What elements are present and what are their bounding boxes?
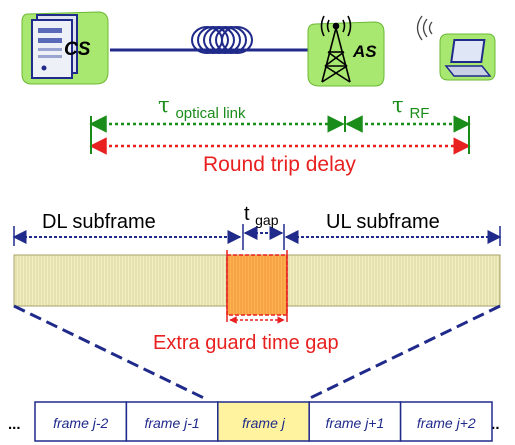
optical-fiber-coil-icon bbox=[191, 26, 253, 54]
as-panel bbox=[307, 21, 385, 87]
gap-subscript: gap bbox=[255, 212, 279, 228]
rf-delay-label: τ RF bbox=[392, 93, 429, 122]
cs-node: CS bbox=[21, 11, 109, 85]
frame-cell-label: frame j-1 bbox=[144, 415, 199, 431]
antenna-tower-icon bbox=[320, 15, 352, 83]
frame-cell: frame j-2 bbox=[34, 401, 128, 442]
frame-cell-box bbox=[217, 401, 310, 442]
as-node: AS bbox=[307, 15, 385, 87]
frame-cell-label: frame j+1 bbox=[326, 415, 385, 431]
frame-cell-box bbox=[308, 401, 402, 442]
round-trip-label: Round trip delay bbox=[203, 153, 356, 176]
wireless-laptop-icon bbox=[416, 15, 496, 81]
rf-delay-symbol: τ bbox=[392, 93, 404, 117]
frame-cell-label: frame j-2 bbox=[53, 415, 108, 431]
optical-delay-subscript: optical link bbox=[175, 105, 246, 122]
optical-delay-label: τ optical link bbox=[158, 93, 246, 122]
frame-cell: frame j+2 bbox=[399, 401, 493, 442]
frames-ellipsis-left: ... bbox=[8, 416, 21, 433]
frame-cell: frame j-1 bbox=[125, 401, 219, 442]
frame-cell-label: frame j+2 bbox=[417, 415, 476, 431]
frame-cell-label: frame j bbox=[242, 415, 286, 431]
frame-row: frame j-2 frame j-1 frame j frame j+1 frame … bbox=[34, 401, 493, 442]
frame-cell: frame j bbox=[217, 401, 310, 442]
gap-symbol: t bbox=[244, 203, 250, 225]
optical-delay-symbol: τ bbox=[158, 93, 170, 117]
guard-gap-block bbox=[226, 254, 288, 316]
dl-subframe-label: DL subframe bbox=[42, 211, 156, 233]
cs-label: CS bbox=[64, 39, 91, 60]
as-label: AS bbox=[352, 42, 377, 61]
rf-delay-subscript: RF bbox=[409, 105, 429, 122]
ul-subframe-label: UL subframe bbox=[326, 211, 440, 233]
server-computer-icon bbox=[31, 14, 78, 79]
frame-cell-box bbox=[34, 401, 128, 442]
frame-cell: frame j+1 bbox=[308, 401, 402, 442]
guard-label: Extra guard time gap bbox=[153, 332, 339, 354]
gap-label: t gap bbox=[244, 203, 279, 228]
frame-cell-box bbox=[399, 401, 493, 442]
